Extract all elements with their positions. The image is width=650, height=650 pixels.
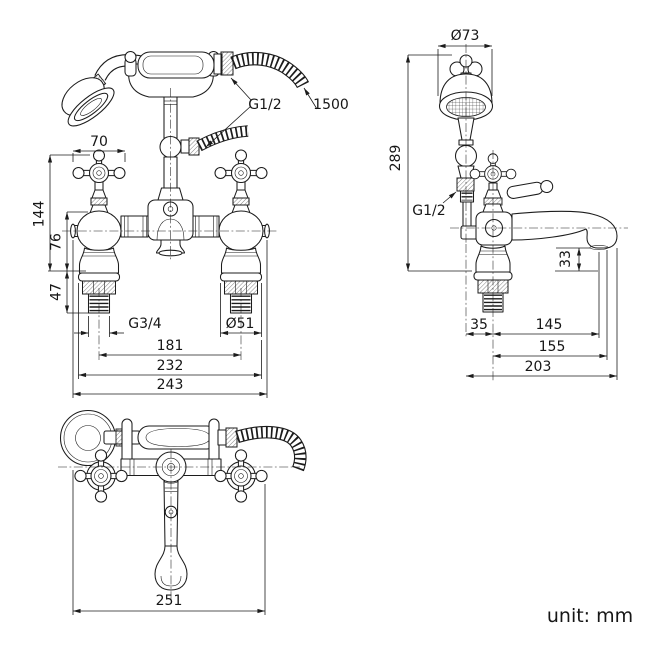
dim-span-243: 243 [157,377,184,393]
dimension-tail-thread: G3/4 [74,316,162,337]
dim-handle-width: 70 [90,134,108,150]
dimension-spans: 181 232 243 [72,240,268,398]
dim-reach-145: 145 [536,317,563,333]
annotation-hose: G1/2 1500 [205,77,349,148]
dimension-spout-drop: 33 [555,247,598,272]
diverter-lever [506,180,554,199]
handshower-handle-top [137,425,219,450]
unit-label: unit: mm [547,605,633,627]
dim-depth-203: 203 [525,359,552,375]
dimension-overall-height: 289 [388,54,472,272]
dimension-base-diameter: Ø51 [220,283,262,337]
side-view: Ø73 289 G1/2 33 35 [388,28,628,382]
hose-nut-side [456,177,475,192]
dimension-overall-depth-top: 251 [72,470,266,615]
top-view: 251 [58,409,307,615]
dim-drop-33: 33 [558,250,574,268]
dim-span-232: 232 [157,358,184,374]
front-view: 70 144 76 47 G3/4 Ø51 [32,50,349,398]
dim-height-144: 144 [32,201,48,228]
dimension-head-diameter: Ø73 [437,28,493,96]
tub-spout [511,210,618,249]
hose-thread-label-front: G1/2 [248,97,281,113]
thread-tail-label: G3/4 [128,316,161,332]
dim-span-181: 181 [157,338,184,354]
elbow-nut [188,137,200,156]
dim-offset-35: 35 [470,317,488,333]
hose-length-label: 1500 [313,97,349,113]
dimension-depths: 35 145 155 203 [466,248,618,380]
dim-height-76: 76 [49,233,65,251]
dim-height-289: 289 [388,145,404,172]
dimension-handle-width: 70 [72,134,126,162]
annotation-hose-side: G1/2 [412,191,457,219]
dim-reach-155: 155 [539,339,566,355]
dim-depth-47: 47 [49,283,65,301]
dimension-heights: 144 76 47 [32,154,90,314]
dim-depth-251: 251 [156,593,183,609]
hose-thread-label-side: G1/2 [412,203,445,219]
hose-connector-nut [220,51,234,76]
dia-base-label: Ø51 [226,316,255,332]
dia-head-label: Ø73 [451,28,480,44]
handshower-head [61,77,115,127]
